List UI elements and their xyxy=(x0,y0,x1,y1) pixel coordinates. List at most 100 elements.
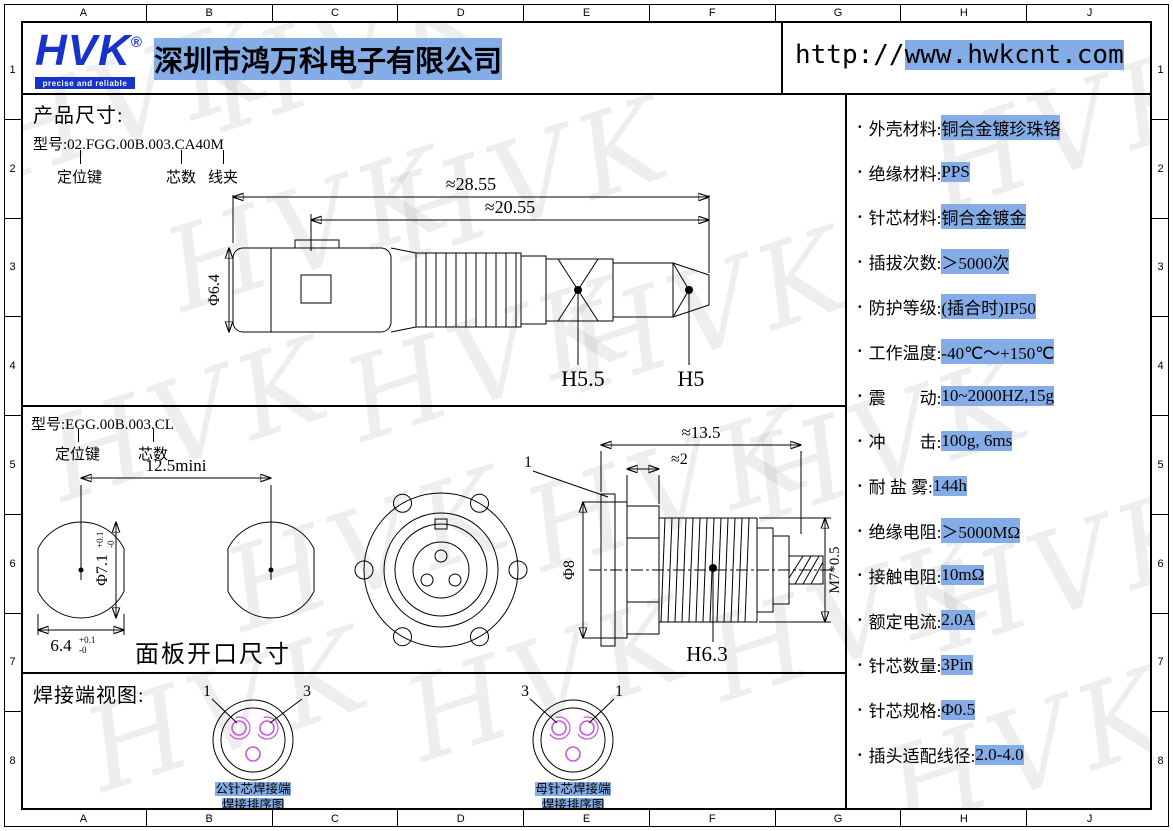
grid-ref-cell: F xyxy=(650,810,776,827)
grid-ref-cell: 8 xyxy=(1157,755,1164,768)
ruler-right: 1 2 3 4 5 6 7 8 xyxy=(1152,21,1169,810)
label-h5: H5 xyxy=(678,366,705,391)
spec-row: ·绝缘电阻:＞5000MΩ xyxy=(855,508,1150,553)
spec-value: 100g, 6ms xyxy=(941,430,1013,451)
grid-ref-cell: A xyxy=(21,810,147,827)
spec-value: ＞5000MΩ xyxy=(941,518,1021,544)
callout-line xyxy=(181,150,182,164)
pin-number-label: 1 xyxy=(615,683,623,700)
spec-row: ·插拔次数:＞5000次 xyxy=(855,239,1150,284)
dim-plug-diameter: Φ6.4 xyxy=(206,274,223,306)
callout-line xyxy=(223,150,224,164)
grid-ref-cell: G xyxy=(776,4,902,21)
pin-number-label: 3 xyxy=(303,683,311,700)
spec-row: ·外壳材料:铜合金镀珍珠铬 xyxy=(855,105,1150,150)
spec-bullet: · xyxy=(857,475,863,495)
spec-value: 144h xyxy=(932,475,967,496)
spec-bullet: · xyxy=(857,654,863,674)
spec-value: PPS xyxy=(941,162,970,183)
spec-value: Φ0.5 xyxy=(941,699,976,720)
grid-ref-cell: 5 xyxy=(4,416,21,515)
dim-socket-diameter: Φ8 xyxy=(561,560,578,580)
grid-ref-cell: 1 xyxy=(4,21,21,120)
grid-ref-cell: J xyxy=(1086,812,1093,825)
model-number-socket: 型号:EGG.00B.003.CL xyxy=(31,417,174,433)
section-title-solder-view: 焊接端视图: xyxy=(33,685,145,707)
grid-ref-cell: H xyxy=(901,4,1028,21)
spec-bullet: · xyxy=(857,251,863,271)
spec-label: 外壳材料: xyxy=(868,119,942,139)
plug-dimensions: ≈28.55 ≈20.55 Φ6.4 H5.5 H5 xyxy=(206,174,709,391)
tolerance-upper: +0.1 xyxy=(79,635,95,645)
section-divider xyxy=(23,672,845,674)
grid-ref-cell: 6 xyxy=(4,515,21,614)
panel-cutout-label: 面板开口尺寸 xyxy=(135,642,291,668)
callout-core-count: 芯数 xyxy=(166,170,197,186)
spec-bullet: · xyxy=(857,162,863,182)
sheet-inner-frame: HVK HVK HVK HVK HVK HVK HVK HVK HVK HVK … xyxy=(21,21,1152,810)
website-url: http://www.hwkcnt.com xyxy=(795,40,1124,70)
spec-label: 针芯规格: xyxy=(868,702,942,722)
spec-value: 3Pin xyxy=(941,654,973,675)
label-h55: H5.5 xyxy=(561,366,604,391)
registered-mark-icon: ® xyxy=(130,34,142,51)
callout-wire-clamp: 线夹 xyxy=(208,170,239,186)
spec-label: 插拔次数: xyxy=(868,254,942,274)
grid-ref-cell: C xyxy=(273,810,399,827)
grid-ref-cell: D xyxy=(398,810,525,827)
grid-ref-cell: 3 xyxy=(1152,219,1169,318)
title-block-header: HVK® precise and reliable 深圳市鸿万科电子有限公司 h… xyxy=(23,23,1150,95)
spec-row: ·绝缘材料:PPS xyxy=(855,150,1150,195)
spec-bullet: · xyxy=(857,296,863,316)
dim-thread-spec: M7*0.5 xyxy=(827,546,843,593)
spec-row: ·额定电流:2.0A xyxy=(855,598,1150,643)
dim-cutout-diameter: Φ7.1 xyxy=(94,554,111,586)
spec-row: ·工作温度:-40℃～+150℃ xyxy=(855,329,1150,374)
spec-value: ＞5000次 xyxy=(941,249,1010,275)
pin-number-label: 3 xyxy=(521,683,529,700)
section-divider xyxy=(23,405,845,407)
grid-ref-cell: 1 xyxy=(1152,21,1169,120)
callout-core-count: 芯数 xyxy=(138,447,169,463)
spec-label: 额定电流: xyxy=(868,612,942,632)
section-title-product-dimensions: 产品尺寸: xyxy=(33,105,124,127)
spec-panel: ·外壳材料:铜合金镀珍珠铬 ·绝缘材料:PPS ·针芯材料:铜合金镀金 ·插拔次… xyxy=(845,93,1150,808)
spec-row: ·防护等级:(插合时)IP50 xyxy=(855,284,1150,329)
spec-label: 绝缘材料: xyxy=(868,164,942,184)
callout-line xyxy=(80,150,81,164)
spec-row: ·接触电阻:10mΩ xyxy=(855,553,1150,598)
callout-positioning-key: 定位键 xyxy=(55,447,101,463)
spec-label: 绝缘电阻: xyxy=(868,523,942,543)
grid-ref-cell: 7 xyxy=(4,614,21,713)
dim-cutout-width: 6.4 xyxy=(50,636,72,655)
grid-ref-cell: D xyxy=(398,4,525,21)
spec-row: ·耐 盐 雾:144h xyxy=(855,463,1150,508)
caption-line: 焊接排序图 xyxy=(541,798,605,810)
grid-ref-cell: J xyxy=(1086,6,1093,19)
solder-view-female: 3 1 xyxy=(521,683,623,781)
website-url-domain: www.hwkcnt.com xyxy=(904,40,1124,70)
spec-value: -40℃～+150℃ xyxy=(941,338,1055,364)
company-name: 深圳市鸿万科电子有限公司 xyxy=(154,38,503,80)
grid-ref-cell: A xyxy=(21,4,147,21)
socket-front-view xyxy=(354,492,528,648)
spec-label: 针芯材料: xyxy=(868,209,942,229)
grid-ref-cell: C xyxy=(273,4,399,21)
spec-row: ·针芯数量:3Pin xyxy=(855,643,1150,688)
grid-ref-cell: G xyxy=(776,810,902,827)
tolerance-lower: -0 xyxy=(106,540,116,548)
spec-row: ·冲 击:100g, 6ms xyxy=(855,419,1150,464)
callout-line xyxy=(153,429,154,442)
spec-bullet: · xyxy=(857,117,863,137)
spec-value: 2.0-4.0 xyxy=(975,744,1024,765)
spec-label: 防护等级: xyxy=(868,299,942,319)
caption-line: 公针芯焊接端 xyxy=(215,782,291,796)
spec-bullet: · xyxy=(857,565,863,585)
socket-side-view xyxy=(589,493,835,647)
panel-cutout-views xyxy=(37,485,315,619)
callout-line xyxy=(78,429,79,442)
caption-line: 焊接排序图 xyxy=(221,798,285,810)
panel-cutout-dimensions: 12.5mini Φ7.1 +0.1 -0 6.4 +0.1 -0 xyxy=(38,456,271,655)
callout-positioning-key: 定位键 xyxy=(57,170,103,186)
